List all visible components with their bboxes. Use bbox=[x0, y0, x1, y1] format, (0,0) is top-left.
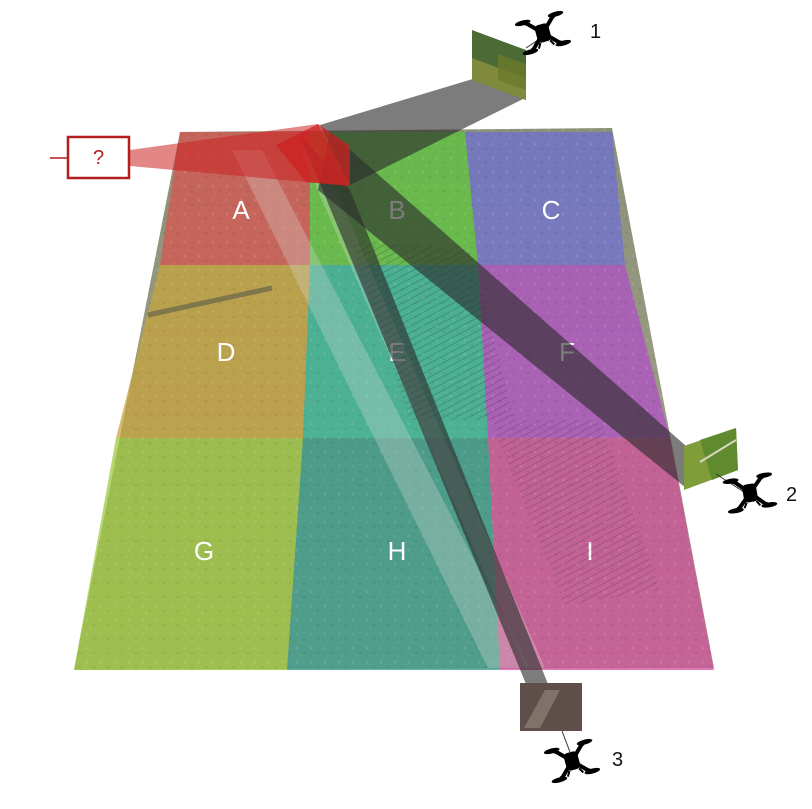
drone-3-icon bbox=[543, 738, 601, 784]
frustum-drone-2 bbox=[318, 132, 686, 488]
drone-1-image bbox=[472, 30, 526, 100]
drone-1-icon bbox=[514, 10, 572, 56]
frustum-drone-1 bbox=[320, 72, 525, 185]
query-frustum bbox=[130, 124, 350, 186]
drone-2-label: 2 bbox=[786, 484, 797, 506]
drone-3-label: 3 bbox=[612, 749, 623, 771]
drone-1-label: 1 bbox=[590, 21, 601, 43]
frustum-drone-3 bbox=[300, 135, 548, 684]
drone-2-image bbox=[684, 428, 738, 490]
query-label: ? bbox=[93, 147, 104, 169]
query-box: ? bbox=[50, 135, 131, 180]
drone-3-image bbox=[520, 683, 582, 731]
drone-2-icon bbox=[722, 472, 778, 514]
